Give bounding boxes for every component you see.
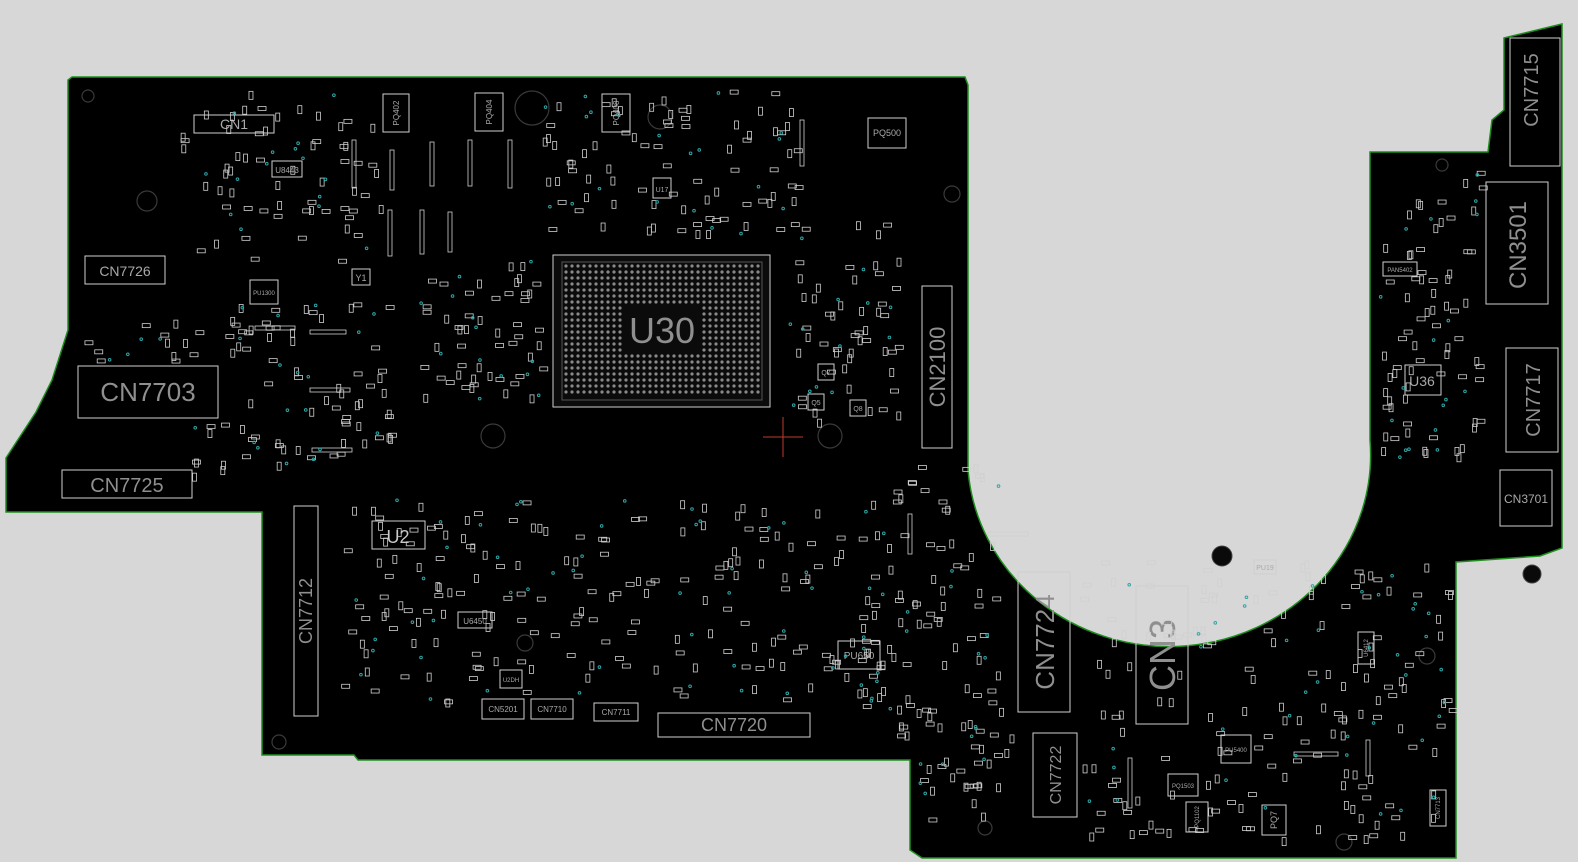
- ic-pq500[interactable]: PQ500: [867, 117, 907, 149]
- ic-pq402[interactable]: PQ402: [382, 93, 410, 133]
- label-cn7724: CN7724: [1030, 594, 1060, 689]
- label-pu650: PU650: [844, 651, 875, 662]
- label-q8: Q8: [853, 406, 862, 413]
- label-u6412: U6412: [1364, 639, 1370, 657]
- connector-cn7720[interactable]: CN7720: [657, 712, 811, 738]
- label-cn7717: CN7717: [1523, 363, 1545, 436]
- connector-cn7710[interactable]: CN7710: [530, 698, 574, 720]
- transistor-q7[interactable]: Q7: [817, 363, 835, 381]
- label-cn5201: CN5201: [488, 705, 518, 714]
- connector-cn7715[interactable]: CN7715: [1509, 37, 1561, 167]
- ic-pu1300[interactable]: PU1300: [249, 279, 279, 305]
- ic-pan5402[interactable]: PAN5402: [1382, 261, 1418, 277]
- ic-pq404[interactable]: PQ404: [474, 92, 504, 132]
- label-pq1503: PQ1503: [1172, 784, 1195, 790]
- connector-cn7722[interactable]: CN7722: [1032, 732, 1078, 818]
- vias: [107, 91, 1480, 816]
- ic-pq408[interactable]: PQ408: [601, 93, 631, 133]
- label-cn7713: CN7713: [1436, 796, 1442, 819]
- label-pq7: PQ7: [1269, 811, 1279, 829]
- label-cn7703: CN7703: [100, 377, 195, 407]
- label-pu1300: PU1300: [253, 291, 275, 297]
- label-cn2100: CN2100: [925, 327, 950, 408]
- ic-pu5400[interactable]: PU5400: [1220, 734, 1252, 764]
- crosshair-cursor-icon: [763, 417, 803, 457]
- label-pq402: PQ402: [392, 100, 401, 125]
- passive-components: [84, 89, 1488, 847]
- connector-cn7725[interactable]: CN7725: [61, 469, 193, 499]
- connector-cn7717[interactable]: CN7717: [1505, 347, 1559, 453]
- label-pu19: PU19: [1256, 565, 1274, 572]
- label-u6450: U6450: [463, 617, 487, 626]
- pcb-board-outline: [5, 23, 1563, 859]
- bga-ball-grid: [564, 264, 760, 394]
- label-pq1102: PQ1102: [1195, 806, 1201, 828]
- ic-u8443[interactable]: U8443: [271, 160, 303, 178]
- label-cn7711: CN7711: [602, 708, 631, 717]
- connector-cn3[interactable]: CN3: [1135, 585, 1189, 725]
- ic-pu650[interactable]: PU650: [837, 640, 881, 670]
- label-cn3501: CN3501: [1505, 201, 1532, 289]
- label-u17: U17: [656, 187, 669, 194]
- connector-cn7724[interactable]: CN7724: [1017, 571, 1071, 713]
- label-cn7722: CN7722: [1048, 746, 1065, 805]
- label-pu5400: PU5400: [1225, 748, 1247, 754]
- connector-cn2100[interactable]: CN2100: [921, 285, 953, 449]
- label-pan5402: PAN5402: [1387, 268, 1413, 274]
- label-q7: Q7: [821, 370, 830, 377]
- label-u2dh: U2DH: [503, 678, 519, 684]
- transistor-q8[interactable]: Q8: [849, 399, 867, 417]
- label-u36: U36: [1409, 373, 1435, 389]
- label-cn7712: CN7712: [296, 578, 316, 644]
- crystal-y1[interactable]: Y1: [351, 268, 371, 286]
- label-cn3701: CN3701: [1504, 492, 1548, 506]
- label-pq404: PQ404: [485, 99, 494, 124]
- label-pq408: PQ408: [612, 100, 621, 125]
- connector-cn3501[interactable]: CN3501: [1485, 181, 1549, 305]
- label-q5: Q5: [811, 400, 820, 407]
- ic-u6412[interactable]: U6412: [1357, 631, 1375, 665]
- connector-cn7726[interactable]: CN7726: [84, 255, 166, 285]
- connector-cn7703[interactable]: CN7703: [77, 365, 219, 419]
- label-u8443: U8443: [275, 166, 299, 175]
- label-u30: U30: [629, 310, 695, 351]
- label-pq500: PQ500: [873, 128, 901, 138]
- label-cn7710: CN7710: [537, 705, 567, 714]
- connector-cn7711[interactable]: CN7711: [593, 702, 639, 722]
- ic-u36[interactable]: U36: [1404, 364, 1442, 396]
- transistor-q5[interactable]: Q5: [807, 393, 825, 411]
- label-y1: Y1: [355, 273, 366, 283]
- ic-pq7[interactable]: PQ7: [1261, 804, 1287, 836]
- connector-cn5201[interactable]: CN5201: [481, 698, 525, 720]
- mounting-holes: [81, 89, 1542, 851]
- ic-pu19[interactable]: PU19: [1253, 559, 1277, 575]
- connector-cn7712[interactable]: CN7712: [293, 505, 319, 717]
- ic-u2dh[interactable]: U2DH: [499, 669, 523, 689]
- connector-cn3701[interactable]: CN3701: [1499, 469, 1553, 527]
- label-cn7720: CN7720: [701, 715, 767, 735]
- label-cn7726: CN7726: [99, 263, 151, 279]
- ic-u17[interactable]: U17: [652, 177, 672, 199]
- ic-pq1503[interactable]: PQ1503: [1167, 773, 1199, 797]
- label-cn3: CN3: [1142, 619, 1183, 691]
- label-cn7725: CN7725: [90, 475, 163, 497]
- ic-u6450[interactable]: U6450: [457, 611, 493, 629]
- connector-cn7713[interactable]: CN7713: [1429, 789, 1447, 827]
- label-cn7715: CN7715: [1521, 53, 1543, 126]
